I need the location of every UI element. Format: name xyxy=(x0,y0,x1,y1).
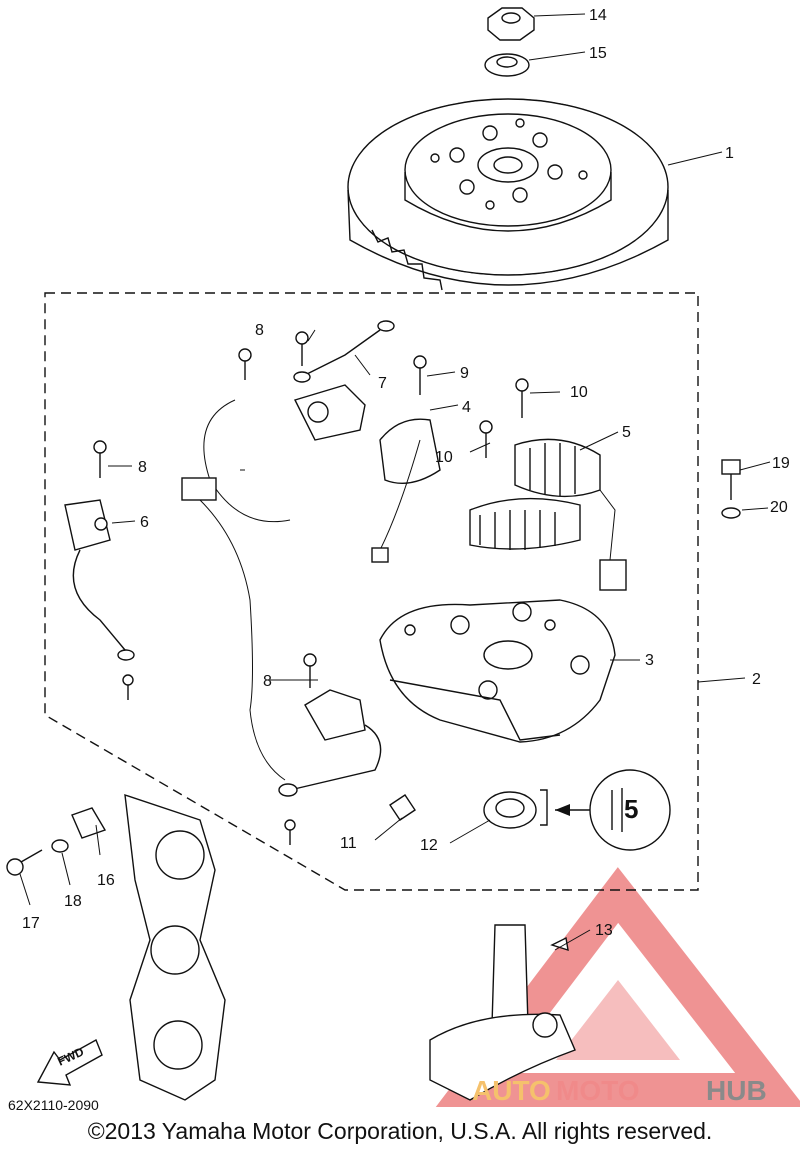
callout-10a: 10 xyxy=(570,384,588,401)
clamp xyxy=(389,794,416,821)
nut-icon xyxy=(487,7,535,41)
callout-6: 6 xyxy=(140,514,149,531)
leader-lines xyxy=(19,13,771,951)
screw-17 xyxy=(6,849,43,876)
callout-5: 5 xyxy=(622,424,631,441)
callout-12: 12 xyxy=(420,837,438,854)
watermark-auto: AUTO xyxy=(472,1075,551,1106)
ignition-coil xyxy=(64,499,135,661)
watermark-triangle-icon xyxy=(435,867,800,1107)
callout-17: 17 xyxy=(22,915,40,932)
callout-1: 1 xyxy=(725,145,734,162)
fwd-arrow-icon: FWD xyxy=(36,1039,103,1086)
callout-8c: 8 xyxy=(263,673,272,690)
callout-16: 16 xyxy=(97,872,115,889)
callout-13: 13 xyxy=(595,922,613,939)
callout-8a: 8 xyxy=(255,322,264,339)
sensor-unit xyxy=(278,689,382,797)
flywheel-icon xyxy=(347,98,669,291)
callout-20: 20 xyxy=(770,499,788,516)
intake-manifold xyxy=(124,793,226,1101)
ground-lead xyxy=(304,329,381,376)
bracket-16 xyxy=(71,807,107,839)
washer-18 xyxy=(51,839,69,853)
oil-seal xyxy=(483,789,590,829)
callout-15: 15 xyxy=(589,45,607,62)
callout-10b: 10 xyxy=(435,449,453,466)
lock-washer-icon xyxy=(484,53,530,77)
callout-8b: 8 xyxy=(138,459,147,476)
copyright-notice: ©2013 Yamaha Motor Corporation, U.S.A. A… xyxy=(87,1118,713,1144)
callout-14: 14 xyxy=(589,7,607,24)
callout-4: 4 xyxy=(462,399,471,416)
connector-plug xyxy=(181,477,217,501)
stator-base-plate xyxy=(379,599,616,743)
callout-19: 19 xyxy=(772,455,790,472)
rectifier xyxy=(294,384,366,441)
pulser-coil xyxy=(514,438,601,498)
charge-coil xyxy=(379,418,581,550)
callout-9: 9 xyxy=(460,365,469,382)
connector-socket xyxy=(599,559,627,591)
crankshaft xyxy=(429,924,576,1101)
sealant-mark: 5 xyxy=(624,794,638,824)
watermark-logo: AUTO MOTO HUB xyxy=(472,1075,767,1106)
stator-assembly-boundary xyxy=(44,292,699,891)
callout-2: 2 xyxy=(752,671,761,688)
sealant-detail xyxy=(589,769,671,851)
terminal-pair xyxy=(371,547,389,563)
callout-11: 11 xyxy=(340,835,357,852)
callout-18: 18 xyxy=(64,893,82,910)
washer-20 xyxy=(721,507,741,519)
diagram-code: 62X2110-2090 xyxy=(8,1097,99,1113)
callout-3: 3 xyxy=(645,652,654,669)
screw-icons xyxy=(93,331,741,845)
callouts: 14 15 1 8 7 9 10 4 10 5 8 6 3 2 8 19 20 … xyxy=(22,7,790,939)
watermark-moto: MOTO xyxy=(556,1075,639,1106)
watermark-hub: HUB xyxy=(706,1075,767,1106)
callout-7: 7 xyxy=(378,375,387,392)
